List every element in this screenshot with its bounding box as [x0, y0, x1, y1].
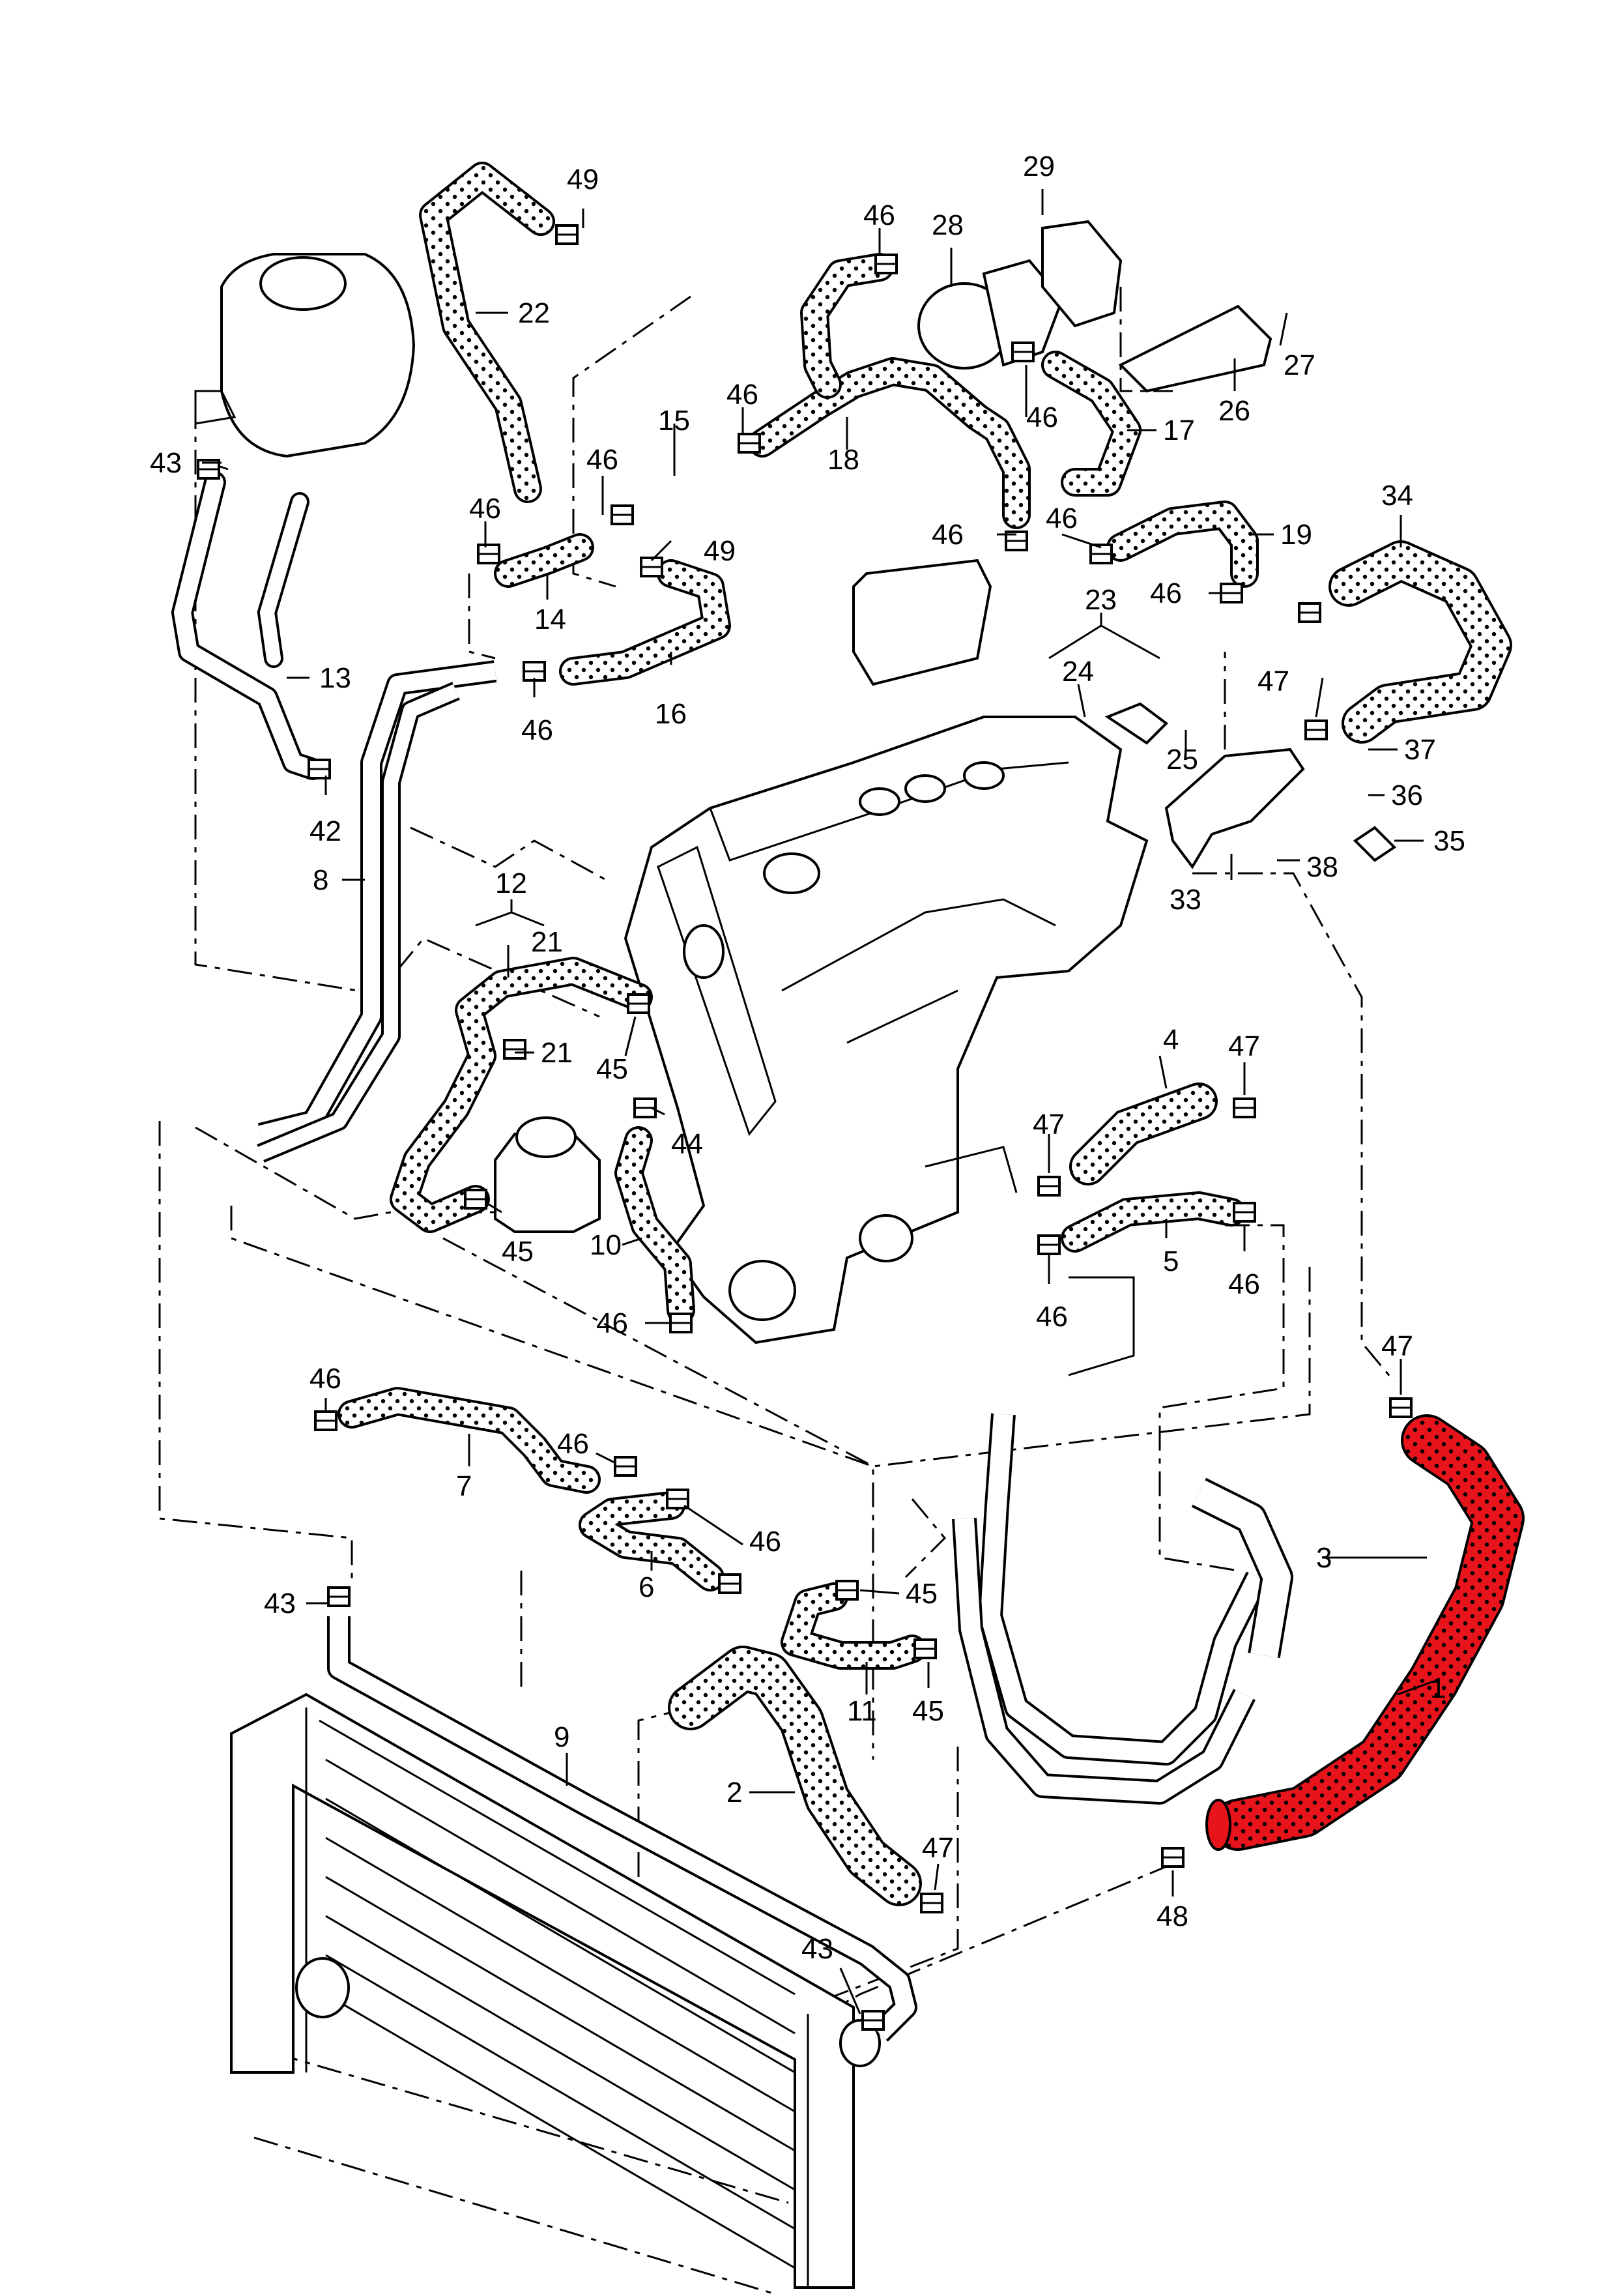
callout-14: 14 [534, 603, 566, 635]
callout-15: 15 [658, 405, 690, 437]
callout-46-h: 46 [1046, 502, 1078, 534]
callout-46-f: 46 [1026, 401, 1058, 433]
callout-4: 4 [1163, 1024, 1179, 1056]
callout-46-g: 46 [932, 519, 964, 551]
callout-46-m: 46 [309, 1363, 341, 1395]
callout-28: 28 [932, 209, 964, 241]
callout-46-a: 46 [469, 493, 501, 525]
callout-23: 23 [1085, 584, 1117, 616]
callout-45-b: 45 [502, 1236, 534, 1268]
callout-18: 18 [827, 444, 859, 476]
callout-46-k: 46 [1036, 1301, 1068, 1333]
callout-45-a: 45 [596, 1053, 628, 1085]
callout-47-c: 47 [1257, 665, 1289, 697]
callout-46-e: 46 [863, 199, 895, 231]
callout-44: 44 [671, 1128, 703, 1160]
callout-29: 29 [1023, 151, 1055, 182]
callout-43-radiator-left: 43 [264, 1588, 296, 1620]
callout-2: 2 [726, 1777, 742, 1809]
hose-18 [748, 357, 1031, 529]
hose-1-highlighted [1205, 1414, 1525, 1851]
callout-38: 38 [1306, 851, 1338, 883]
hoses [338, 162, 1512, 1906]
callout-46-l: 46 [1228, 1268, 1260, 1300]
callout-1: 1 [1430, 1672, 1446, 1704]
callout-46-n: 46 [557, 1428, 589, 1460]
callout-24: 24 [1062, 656, 1094, 688]
callout-34: 34 [1381, 480, 1413, 512]
callout-27: 27 [1284, 349, 1315, 381]
callout-8: 8 [313, 864, 328, 896]
callout-numbers: 1 2 3 4 5 6 7 8 9 10 11 12 13 14 15 16 1… [150, 151, 1465, 1965]
aux-pump [852, 220, 1397, 869]
small-reservoir [494, 1116, 601, 1233]
callout-25: 25 [1166, 744, 1198, 776]
leader-lines [202, 189, 1434, 2014]
expansion-tank [194, 253, 416, 471]
callout-43-tank: 43 [150, 447, 182, 479]
callout-21-bracket: 21 [541, 1037, 573, 1069]
callout-47-b: 47 [1033, 1109, 1065, 1141]
callout-47-a: 47 [1228, 1030, 1260, 1062]
callout-43-radiator-right: 43 [801, 1933, 833, 1965]
callout-45-d: 45 [912, 1695, 944, 1727]
callout-11: 11 [847, 1695, 877, 1727]
clamps [197, 224, 1413, 2031]
callout-7: 7 [456, 1470, 472, 1502]
callout-46-i: 46 [1150, 577, 1182, 609]
callout-47-e: 47 [922, 1832, 954, 1864]
callout-5: 5 [1163, 1245, 1179, 1277]
callout-47-d: 47 [1381, 1330, 1413, 1362]
callout-19: 19 [1280, 519, 1312, 551]
callout-46-c: 46 [521, 714, 553, 746]
callout-42: 42 [309, 815, 341, 847]
callout-45-c: 45 [906, 1578, 938, 1610]
callout-33: 33 [1170, 884, 1201, 916]
callout-3: 3 [1316, 1542, 1332, 1574]
callout-49-mid: 49 [704, 535, 736, 567]
callout-46-d: 46 [726, 379, 758, 411]
callout-13: 13 [319, 662, 351, 694]
callout-12: 12 [495, 867, 527, 899]
callout-36: 36 [1391, 779, 1423, 811]
callout-37: 37 [1404, 734, 1436, 766]
callout-48: 48 [1156, 1900, 1188, 1932]
callout-46-j: 46 [596, 1307, 628, 1339]
callout-49-top: 49 [567, 164, 599, 196]
radiator [230, 1693, 881, 2289]
engine-block [624, 716, 1149, 1376]
pipes [171, 471, 1293, 2042]
callout-46-o: 46 [749, 1526, 781, 1558]
callout-9: 9 [554, 1721, 569, 1753]
callout-35: 35 [1433, 825, 1465, 857]
callout-22: 22 [518, 297, 550, 329]
callout-46-b: 46 [586, 444, 618, 476]
callout-10: 10 [590, 1229, 622, 1261]
callout-16: 16 [655, 698, 687, 730]
callout-21-top: 21 [531, 926, 563, 958]
callout-17: 17 [1163, 414, 1195, 446]
callout-26: 26 [1218, 395, 1250, 427]
callout-6: 6 [639, 1571, 654, 1603]
